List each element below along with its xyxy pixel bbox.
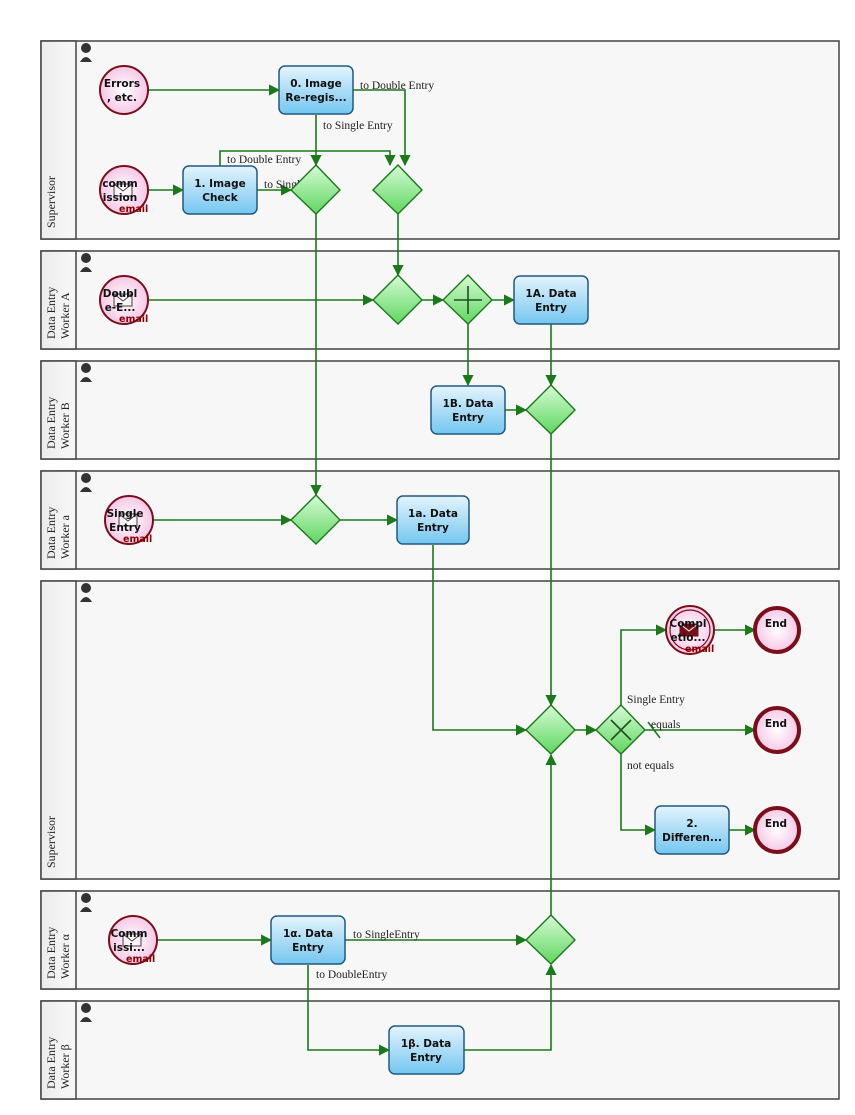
sequence-flows bbox=[148, 84, 757, 1056]
svg-text:2.Differen...: 2.Differen... bbox=[662, 818, 722, 844]
svg-text:End: End bbox=[765, 718, 787, 730]
lane-title: Data EntryWorker α bbox=[44, 927, 72, 979]
svg-text:End: End bbox=[765, 618, 787, 630]
exclusive-gateway[interactable] bbox=[289, 493, 341, 545]
person-icon bbox=[80, 473, 92, 492]
end-event[interactable]: End bbox=[753, 606, 801, 654]
exclusive-gateway[interactable] bbox=[524, 913, 576, 965]
person-icon bbox=[80, 43, 92, 62]
lane-title: Supervisor bbox=[44, 176, 58, 228]
flow-line[interactable] bbox=[464, 963, 557, 1051]
flow-line[interactable] bbox=[620, 624, 668, 705]
exclusive-decision-gateway[interactable] bbox=[594, 703, 646, 755]
lane-title: Data EntryWorker β bbox=[44, 1037, 72, 1089]
envelope-icon bbox=[118, 513, 138, 527]
flow-line[interactable] bbox=[353, 89, 411, 167]
lane-title: Data EntryWorker A bbox=[44, 287, 72, 339]
plus-icon bbox=[454, 286, 482, 314]
exclusive-gateway[interactable] bbox=[524, 383, 576, 435]
end-event[interactable]: End bbox=[753, 706, 801, 754]
edge-label-single-entry: Single Entry bbox=[627, 694, 685, 706]
edge-label-to-single-entry: to Singl bbox=[264, 179, 300, 191]
envelope-icon bbox=[113, 293, 133, 307]
end-event[interactable]: End bbox=[753, 806, 801, 854]
flow-line[interactable] bbox=[432, 545, 528, 736]
edge-label-equals: equals bbox=[651, 719, 681, 731]
person-icon bbox=[80, 363, 92, 382]
edge-label-to-single-entry: to SingleEntry bbox=[353, 929, 420, 941]
svg-text:Double-E...: Double-E... bbox=[103, 288, 138, 314]
default-flow-marker bbox=[647, 721, 661, 739]
exclusive-gateway[interactable] bbox=[289, 163, 341, 215]
email-label: email bbox=[685, 644, 714, 655]
email-label: email bbox=[126, 954, 155, 965]
svg-text:Errors, etc.: Errors, etc. bbox=[104, 78, 140, 104]
flow-line[interactable] bbox=[620, 754, 657, 836]
email-label: email bbox=[123, 534, 152, 545]
email-label: email bbox=[119, 204, 148, 215]
lane-supervisor-top: Supervisor bbox=[40, 40, 840, 240]
person-icon bbox=[80, 1003, 92, 1022]
svg-text:SingleEntry: SingleEntry bbox=[107, 508, 144, 534]
envelope-icon bbox=[113, 183, 133, 197]
parallel-gateway[interactable] bbox=[441, 273, 493, 325]
edge-label-to-single-entry: to Single Entry bbox=[323, 120, 393, 132]
start-event-errors[interactable]: Errors, etc. bbox=[99, 65, 149, 115]
exclusive-gateway[interactable] bbox=[371, 163, 423, 215]
exclusive-gateway[interactable] bbox=[371, 273, 423, 325]
svg-text:End: End bbox=[765, 818, 787, 830]
lane-title: Supervisor bbox=[44, 816, 58, 868]
edge-label-not-equals: not equals bbox=[627, 760, 674, 772]
person-icon bbox=[80, 253, 92, 272]
flow-line[interactable] bbox=[219, 150, 396, 167]
lane-title: Data EntryWorker B bbox=[44, 397, 72, 449]
edge-label-to-double-entry: to Double Entry bbox=[360, 80, 434, 92]
email-label: email bbox=[119, 314, 148, 325]
edge-label-to-double-entry: to DoubleEntry bbox=[316, 969, 387, 981]
person-icon bbox=[80, 583, 92, 602]
envelope-icon bbox=[679, 623, 699, 637]
flow-line[interactable] bbox=[307, 965, 391, 1056]
gateways bbox=[289, 163, 646, 965]
x-icon bbox=[610, 719, 632, 741]
edge-labels: to Double Entry to Single Entry to Doubl… bbox=[227, 80, 685, 981]
lane-title: Data EntryWorker a bbox=[44, 507, 72, 559]
task-difference[interactable]: 2.Differen... bbox=[654, 805, 730, 855]
edge-label-to-double-entry: to Double Entry bbox=[227, 154, 301, 166]
envelope-icon bbox=[122, 933, 142, 947]
end-events: End End End bbox=[753, 606, 801, 854]
person-icon bbox=[80, 893, 92, 912]
exclusive-gateway[interactable] bbox=[524, 703, 576, 755]
